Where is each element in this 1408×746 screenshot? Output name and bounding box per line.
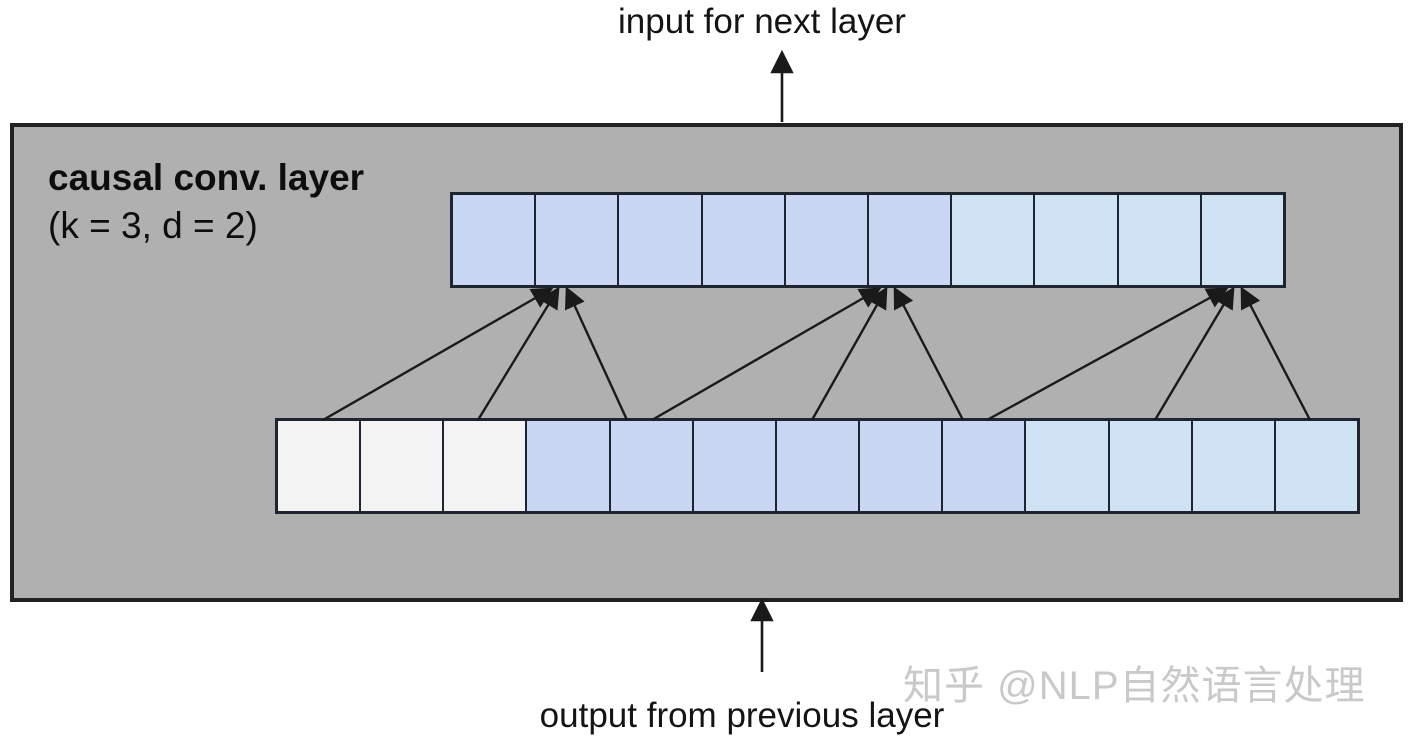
bottom-row-cell-10 [1026,421,1110,511]
bottom-row-cell-3 [444,421,528,511]
top-row-cell-3 [619,195,703,285]
top-row-cell-1 [453,195,537,285]
top-row-cell-2 [536,195,620,285]
bottom-row-cell-2 [361,421,445,511]
watermark: 知乎 @NLP自然语言处理 [903,664,1366,708]
output-from-previous-layer-label: output from previous layer [539,696,945,735]
top-row-cell-7 [952,195,1036,285]
bottom-row-cell-6 [693,421,777,511]
bottom-row-cell-7 [776,421,861,511]
bottom-row-cell-4 [527,421,611,511]
bottom_row [275,418,1360,514]
bottom-row-cell-8 [860,421,944,511]
top-row-cell-10 [1201,195,1284,285]
bottom-row-cell-13 [1275,421,1358,511]
bottom-row-cell-12 [1192,421,1276,511]
top-row-cell-9 [1118,195,1202,285]
layer-title: causal conv. layer [48,157,365,198]
bottom-row-cell-9 [943,421,1027,511]
bottom-row-cell-5 [610,421,694,511]
layer-params: (k = 3, d = 2) [48,205,258,246]
top-row-cell-8 [1035,195,1119,285]
input-for-next-layer-label: input for next layer [618,2,906,41]
bottom-row-cell-11 [1109,421,1193,511]
bottom-row-cell-1 [278,421,362,511]
top-row-cell-6 [869,195,953,285]
top_row [450,192,1286,288]
top-row-cell-5 [785,195,870,285]
top-row-cell-4 [702,195,786,285]
